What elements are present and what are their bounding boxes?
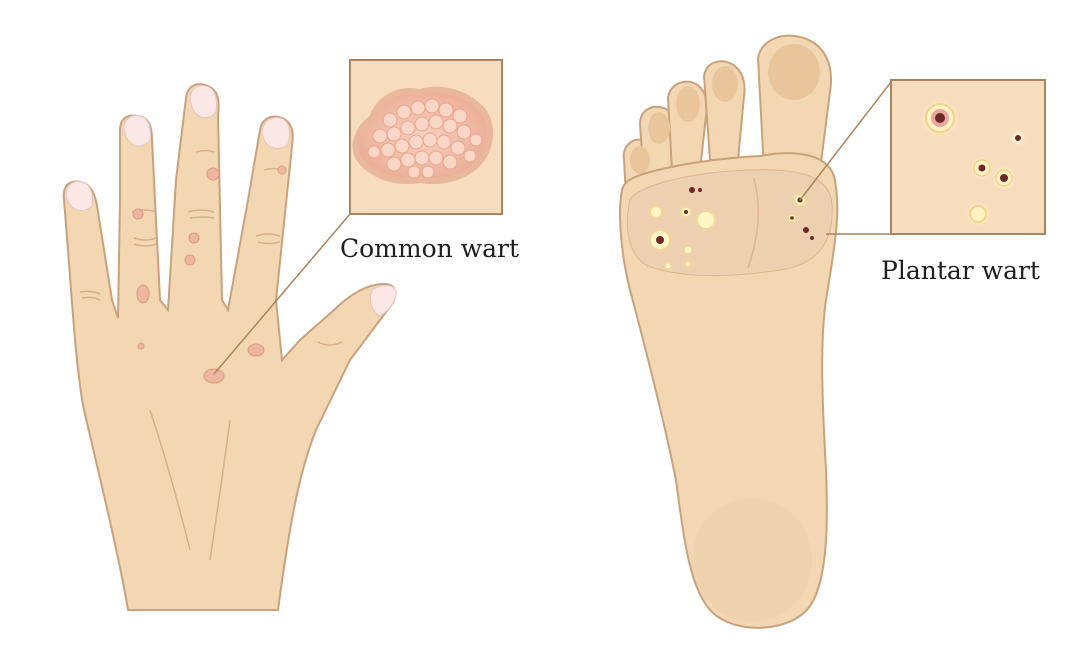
hand-illustration bbox=[64, 84, 397, 610]
plantar-wart-zoom-box bbox=[891, 80, 1045, 234]
heel-pad bbox=[692, 498, 812, 622]
common-wart-zoom-box bbox=[350, 60, 502, 214]
plantar-wart-label: Plantar wart bbox=[881, 256, 1040, 285]
ball-of-foot bbox=[627, 170, 832, 276]
foot-illustration bbox=[620, 36, 891, 628]
fingernails bbox=[66, 86, 396, 316]
hand-shape bbox=[64, 84, 396, 610]
common-wart-label: Common wart bbox=[340, 234, 519, 263]
